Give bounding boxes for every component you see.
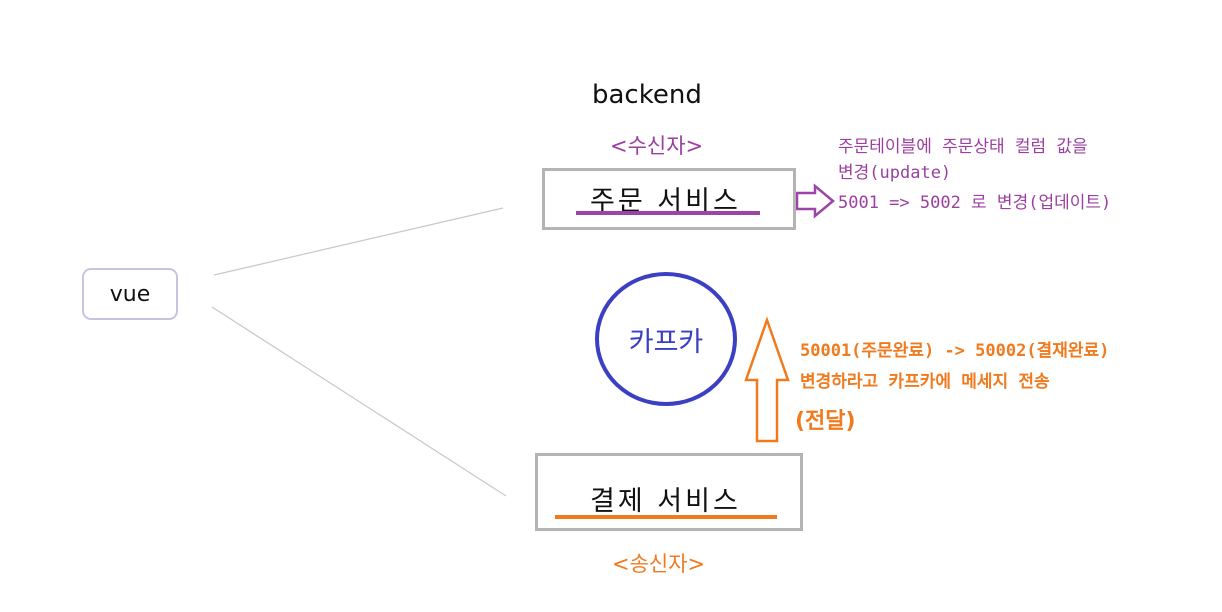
- order-update-note-line-3: 5001 => 5002 로 변경(업데이트): [838, 193, 1112, 213]
- order-service-underline: [576, 211, 760, 215]
- backend-title: backend: [592, 80, 702, 110]
- message-arrow-label: (전달): [795, 409, 856, 434]
- sender-label: <송신자>: [612, 552, 706, 576]
- message-note-line-2: 변경하라고 카프카에 메세지 전송: [800, 372, 1050, 392]
- payment-service-underline: [555, 515, 777, 519]
- kafka-label: 카프카: [628, 326, 704, 358]
- vue-client-box: vue: [82, 268, 178, 320]
- update-arrow-icon: [795, 183, 835, 219]
- message-note-line-1: 50001(주문완료) -> 50002(결재완료): [800, 341, 1110, 361]
- send-message-arrow-icon: [744, 316, 790, 443]
- vue-client-label: vue: [109, 281, 151, 307]
- payment-service-label: 결제 서비스: [590, 486, 741, 517]
- kafka-node: 카프카: [595, 272, 737, 406]
- vue-to-order-line: [213, 207, 504, 276]
- order-update-note-line-2: 변경(update): [838, 163, 952, 183]
- vue-to-payment-line: [211, 306, 507, 497]
- order-service-box: [542, 168, 796, 230]
- order-update-note-line-1: 주문테이블에 주문상태 컬럼 값을: [838, 137, 1088, 157]
- receiver-label: <수신자>: [610, 134, 704, 158]
